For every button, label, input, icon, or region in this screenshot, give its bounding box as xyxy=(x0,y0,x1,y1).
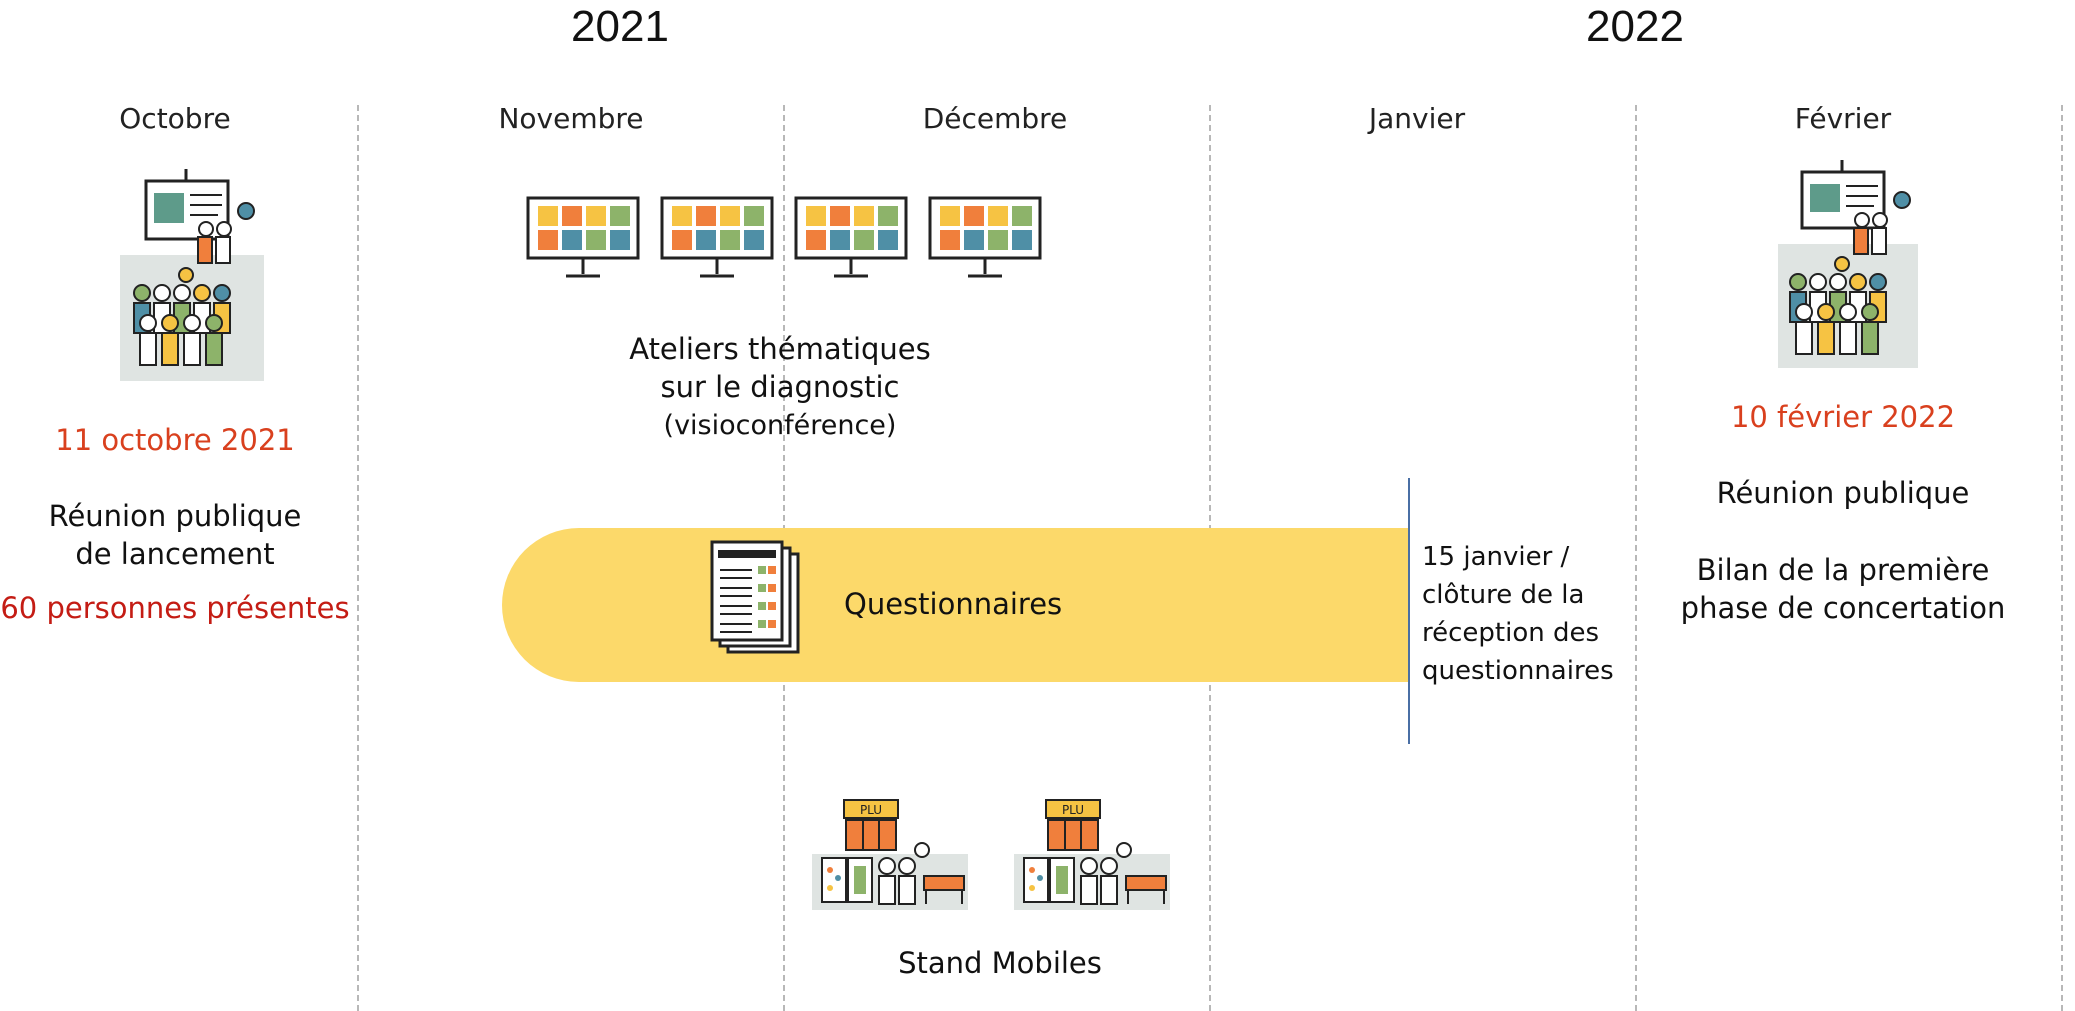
stand-sign-text: PLU xyxy=(1062,803,1084,817)
year-2022: 2022 xyxy=(1586,2,1684,51)
month-divider xyxy=(357,105,359,1011)
closing-meeting-subtitle-line1: Bilan de la première xyxy=(1696,553,1990,587)
deadline-line-3: réception des xyxy=(1422,618,1600,648)
closing-meeting-subtitle-line2: phase de concertation xyxy=(1680,591,2006,625)
launch-meeting-date: 11 octobre 2021 xyxy=(55,423,295,457)
month-janvier: Janvier xyxy=(1368,102,1466,135)
month-decembre: Décembre xyxy=(922,102,1068,135)
questionnaires-label: Questionnaires xyxy=(844,587,1063,621)
month-octobre: Octobre xyxy=(119,102,231,135)
videoconference-icons xyxy=(526,196,1042,278)
public-meeting-icon xyxy=(1778,160,1918,368)
workshops-title-line2: sur le diagnostic xyxy=(660,370,900,404)
month-novembre: Novembre xyxy=(498,102,644,135)
launch-meeting-title-line2: de lancement xyxy=(75,537,275,571)
month-fevrier: Février xyxy=(1794,102,1892,135)
workshops-title-line1: Ateliers thématiques xyxy=(629,332,931,366)
deadline-line-4: questionnaires xyxy=(1422,656,1614,686)
mobile-stand-icons: PLU PLU xyxy=(812,799,1170,910)
deadline-line-1: 15 janvier / xyxy=(1422,542,1570,572)
workshops-mode: (visioconférence) xyxy=(663,410,897,441)
year-2021: 2021 xyxy=(571,2,669,51)
questionnaires-band xyxy=(502,528,1410,682)
stands-label: Stand Mobiles xyxy=(898,946,1102,980)
month-divider xyxy=(2061,105,2063,1011)
closing-meeting-date: 10 février 2022 xyxy=(1730,400,1956,434)
public-meeting-icon xyxy=(120,169,264,381)
month-divider xyxy=(1635,105,1637,1011)
deadline-line xyxy=(1408,478,1410,744)
deadline-line-2: clôture de la xyxy=(1422,580,1585,610)
launch-meeting-attendance: 60 personnes présentes xyxy=(0,591,350,625)
questionnaires-deadline: 15 janvier / clôture de la réception des… xyxy=(1422,538,1614,690)
closing-meeting-title: Réunion publique xyxy=(1716,476,1970,510)
launch-meeting-title-line1: Réunion publique xyxy=(48,499,302,533)
questionnaire-icon xyxy=(710,540,800,654)
stand-sign-text: PLU xyxy=(860,803,882,817)
